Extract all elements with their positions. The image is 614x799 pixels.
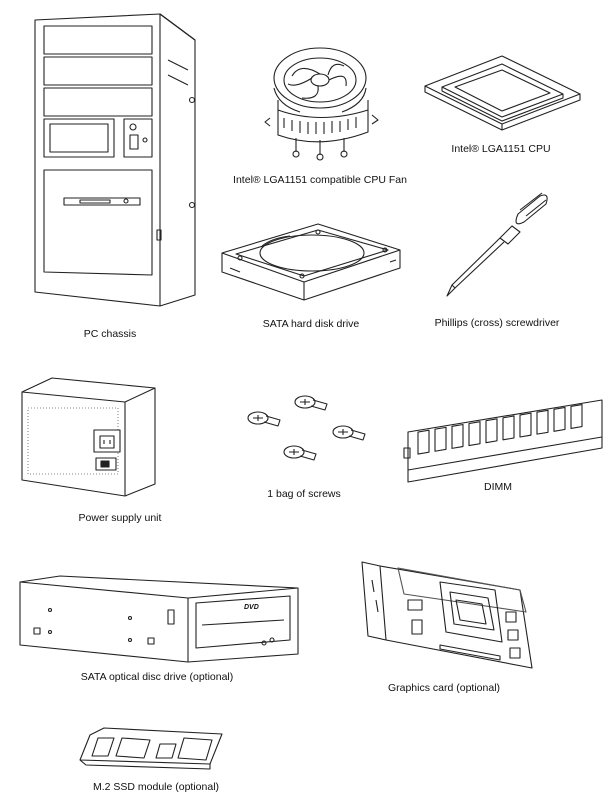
caption-psu: Power supply unit <box>78 512 162 524</box>
graphics-card-illustration <box>361 561 533 669</box>
cpu-illustration <box>424 55 581 131</box>
caption-graphics-card: Graphics card (optional) <box>387 682 501 694</box>
caption-screws: 1 bag of screws <box>267 488 341 500</box>
caption-m2-ssd: M.2 SSD module (optional) <box>92 781 220 793</box>
cpu-fan-illustration <box>264 47 379 161</box>
caption-cpu-fan: Intel® LGA1151 compatible CPU Fan <box>233 174 407 186</box>
screwdriver-illustration <box>446 192 548 297</box>
screws-illustration <box>247 395 366 461</box>
caption-hdd: SATA hard disk drive <box>262 318 360 330</box>
caption-cpu: Intel® LGA1151 CPU <box>451 143 551 155</box>
caption-dimm: DIMM <box>484 481 512 493</box>
caption-optical-drive: SATA optical disc drive (optional) <box>80 671 234 683</box>
caption-screwdriver: Phillips (cross) screwdriver <box>434 317 560 329</box>
dvd-logo: DVD <box>244 604 259 611</box>
m2-ssd-illustration <box>79 727 223 770</box>
caption-pc-chassis: PC chassis <box>83 328 137 340</box>
dimm-illustration <box>403 399 603 483</box>
optical-drive-illustration <box>19 575 299 663</box>
hdd-illustration <box>221 223 401 301</box>
pc-chassis-illustration <box>34 13 196 307</box>
psu-illustration <box>21 377 156 497</box>
